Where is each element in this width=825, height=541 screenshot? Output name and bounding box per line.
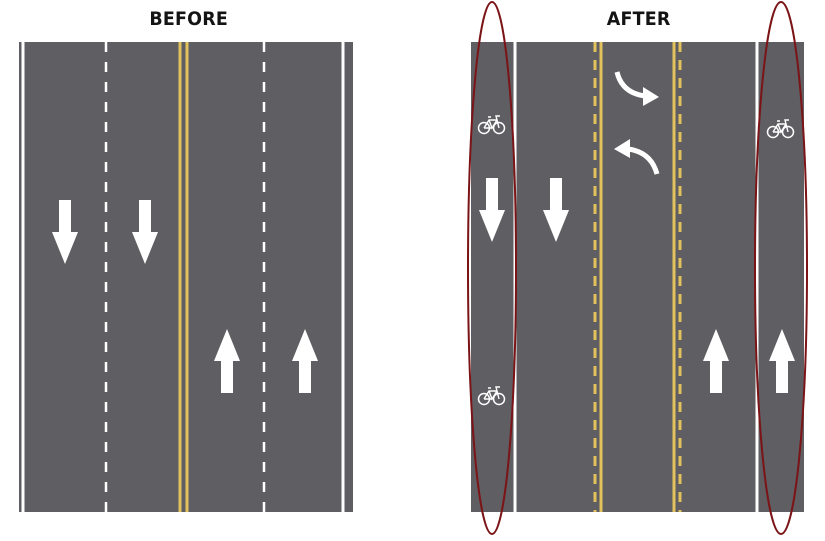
after-title: AFTER [606,8,671,30]
turn-arrow-icon [614,139,660,175]
arrow-up-icon [703,329,729,393]
before-title: BEFORE [149,8,228,30]
after-pavement [471,42,804,512]
arrow-down-icon [543,178,569,242]
arrow-down-icon [132,200,158,264]
right-bike-lane-highlight-ellipse [754,1,808,535]
arrow-up-icon [292,329,318,393]
turn-arrow-icon [614,71,659,106]
arrow-up-icon [769,329,795,393]
after-road [471,42,804,512]
before-road [19,42,353,512]
arrow-down-icon [479,178,505,242]
left-bike-lane-highlight-ellipse [467,1,517,535]
arrow-down-icon [52,200,78,264]
arrow-up-icon [214,329,240,393]
